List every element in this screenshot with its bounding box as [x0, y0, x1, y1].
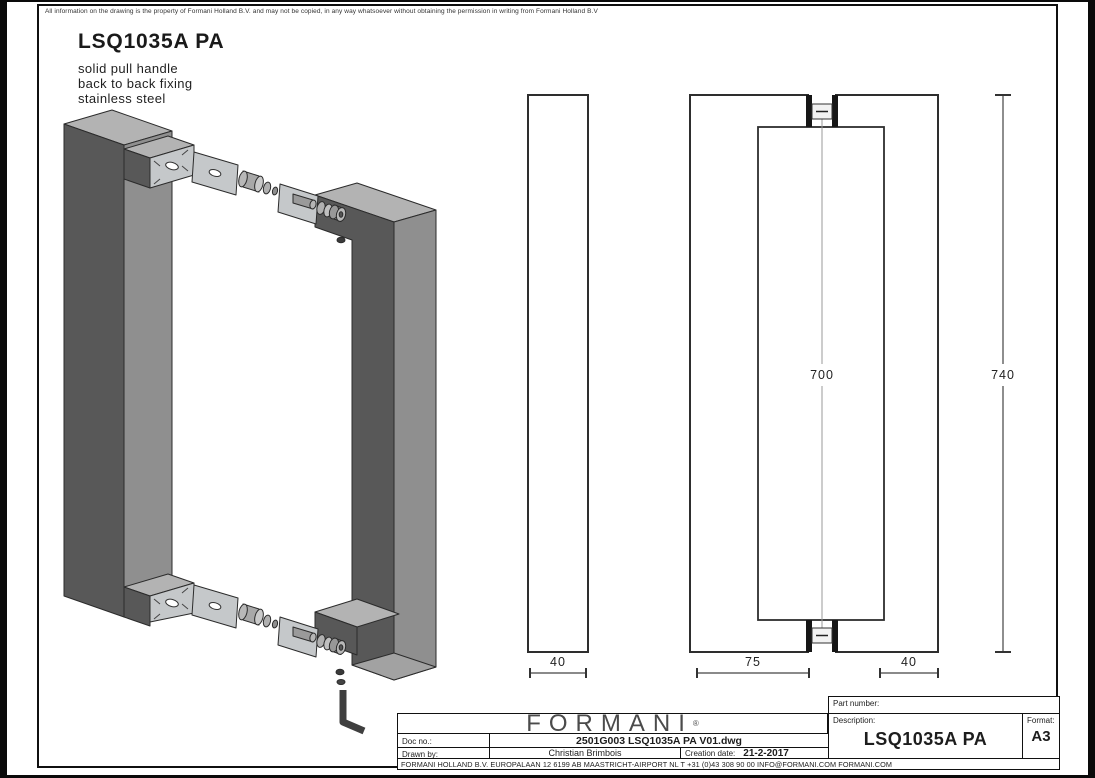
registered-mark: ® — [692, 719, 699, 728]
grub-screw-top — [336, 236, 346, 244]
dim-inner-700-label: 700 — [810, 368, 834, 382]
dim-depth-75-label: 75 — [745, 655, 761, 669]
grub-screw-bottom — [335, 668, 345, 676]
left-handle — [63, 109, 195, 627]
front-view-single-handle: 40 — [527, 94, 589, 678]
company-footer: FORMANI HOLLAND B.V. EUROPALAAN 12 6199 … — [397, 758, 1060, 770]
scan-edge-right — [1088, 0, 1095, 778]
format-value: A3 — [1031, 728, 1051, 745]
right-handle — [314, 182, 437, 681]
subtitle-line-1: solid pull handle — [78, 61, 179, 76]
allen-key — [336, 679, 366, 735]
doc-no-label-text: Doc no.: — [402, 737, 432, 746]
description-value: LSQ1035A PA — [863, 729, 988, 749]
description-cell: Description: LSQ1035A PA — [828, 713, 1023, 759]
description-label: Description: — [833, 716, 876, 725]
dim-width-40-label: 40 — [550, 655, 566, 669]
format-label: Format: — [1027, 716, 1055, 725]
scan-edge-top — [0, 0, 1095, 2]
part-number-cell: Part number: — [828, 696, 1060, 714]
creation-date-label: Creation date: — [685, 748, 736, 758]
doc-no-value: 2501G003 LSQ1035A PA V01.dwg — [489, 733, 829, 748]
product-subtitle: solid pull handle back to back fixing st… — [78, 61, 193, 106]
creation-date-value: 21-2-2017 — [743, 747, 789, 759]
exploded-isometric-view — [63, 109, 437, 735]
part-number-label: Part number: — [833, 699, 880, 708]
doc-no-label: Doc no.: — [397, 733, 490, 748]
format-cell: Format: A3 — [1022, 713, 1060, 759]
subtitle-line-2: back to back fixing — [78, 76, 193, 91]
dim-overall-740: 740 — [991, 94, 1015, 653]
front-view-back-to-back: 700 75 40 — [689, 94, 939, 678]
page-title: LSQ1035A PA — [78, 30, 225, 53]
through-bolt-bottom — [806, 620, 838, 652]
disclaimer-text: All information on the drawing is the pr… — [45, 8, 598, 15]
fixing-hardware-bottom — [191, 584, 347, 658]
fixing-hardware-top — [191, 151, 347, 225]
scan-edge-bottom — [0, 775, 1095, 778]
drawn-by-label-text: Drawn by: — [402, 749, 439, 759]
scan-edge-left — [0, 0, 7, 778]
subtitle-line-3: stainless steel — [78, 91, 166, 106]
dim-bar-40-label: 40 — [901, 655, 917, 669]
dim-overall-740-label: 740 — [991, 368, 1015, 382]
logo-wordmark: FORMANI — [526, 709, 693, 737]
formani-logo: FORMANI® — [397, 709, 828, 737]
through-bolt-top — [806, 95, 838, 127]
